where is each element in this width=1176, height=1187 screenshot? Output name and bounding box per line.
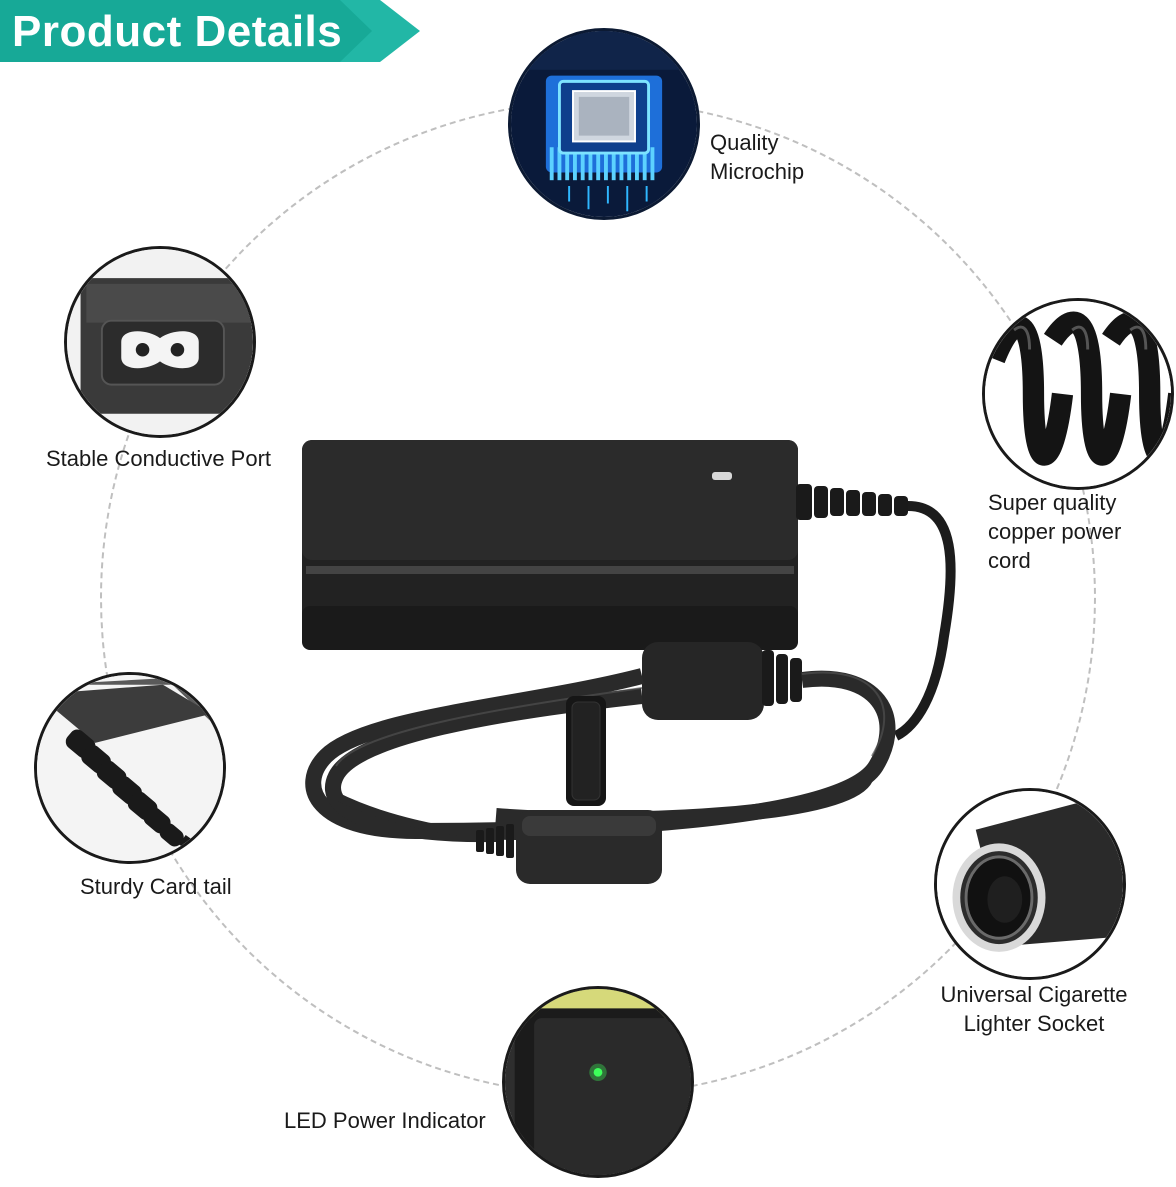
- cord-label-line1: Super quality: [988, 490, 1117, 515]
- power-adapter-illustration: [302, 440, 956, 884]
- header-banner: Product Details: [0, 0, 420, 62]
- coiled-cord-thumbnail: [982, 298, 1174, 490]
- led-indicator-icon: [505, 989, 691, 1175]
- microchip-label: Quality Microchip: [710, 128, 804, 186]
- socket-label-line1: Universal Cigarette: [940, 982, 1128, 1007]
- cigarette-socket-thumbnail: [934, 788, 1126, 980]
- coiled-cord-icon: [985, 301, 1171, 487]
- page-title: Product Details: [12, 7, 343, 56]
- led-indicator-thumbnail: [502, 986, 694, 1178]
- cigarette-socket-icon: [937, 791, 1123, 977]
- cable-tail-icon: [37, 675, 223, 861]
- tail-label: Sturdy Card tail: [80, 874, 232, 899]
- socket-label-line2: Lighter Socket: [963, 1011, 1105, 1036]
- ac-port-icon: [67, 249, 253, 435]
- header-banner-inner: [0, 0, 372, 62]
- cord-label-line3: cord: [988, 548, 1031, 573]
- port-label: Stable Conductive Port: [46, 446, 272, 471]
- socket-label: Universal Cigarette Lighter Socket: [934, 980, 1134, 1038]
- cord-label: Super quality copper power cord: [988, 488, 1121, 575]
- microchip-label-line1: Quality: [710, 130, 779, 155]
- ac-port-thumbnail: [64, 246, 256, 438]
- microchip-icon: [511, 31, 697, 217]
- microchip-label-line2: Microchip: [710, 159, 805, 184]
- microchip-thumbnail: [508, 28, 700, 220]
- led-label: LED Power Indicator: [284, 1108, 486, 1133]
- car-adapter-product-image: [296, 436, 966, 896]
- cable-tail-thumbnail: [34, 672, 226, 864]
- cord-label-line2: copper power: [988, 519, 1122, 544]
